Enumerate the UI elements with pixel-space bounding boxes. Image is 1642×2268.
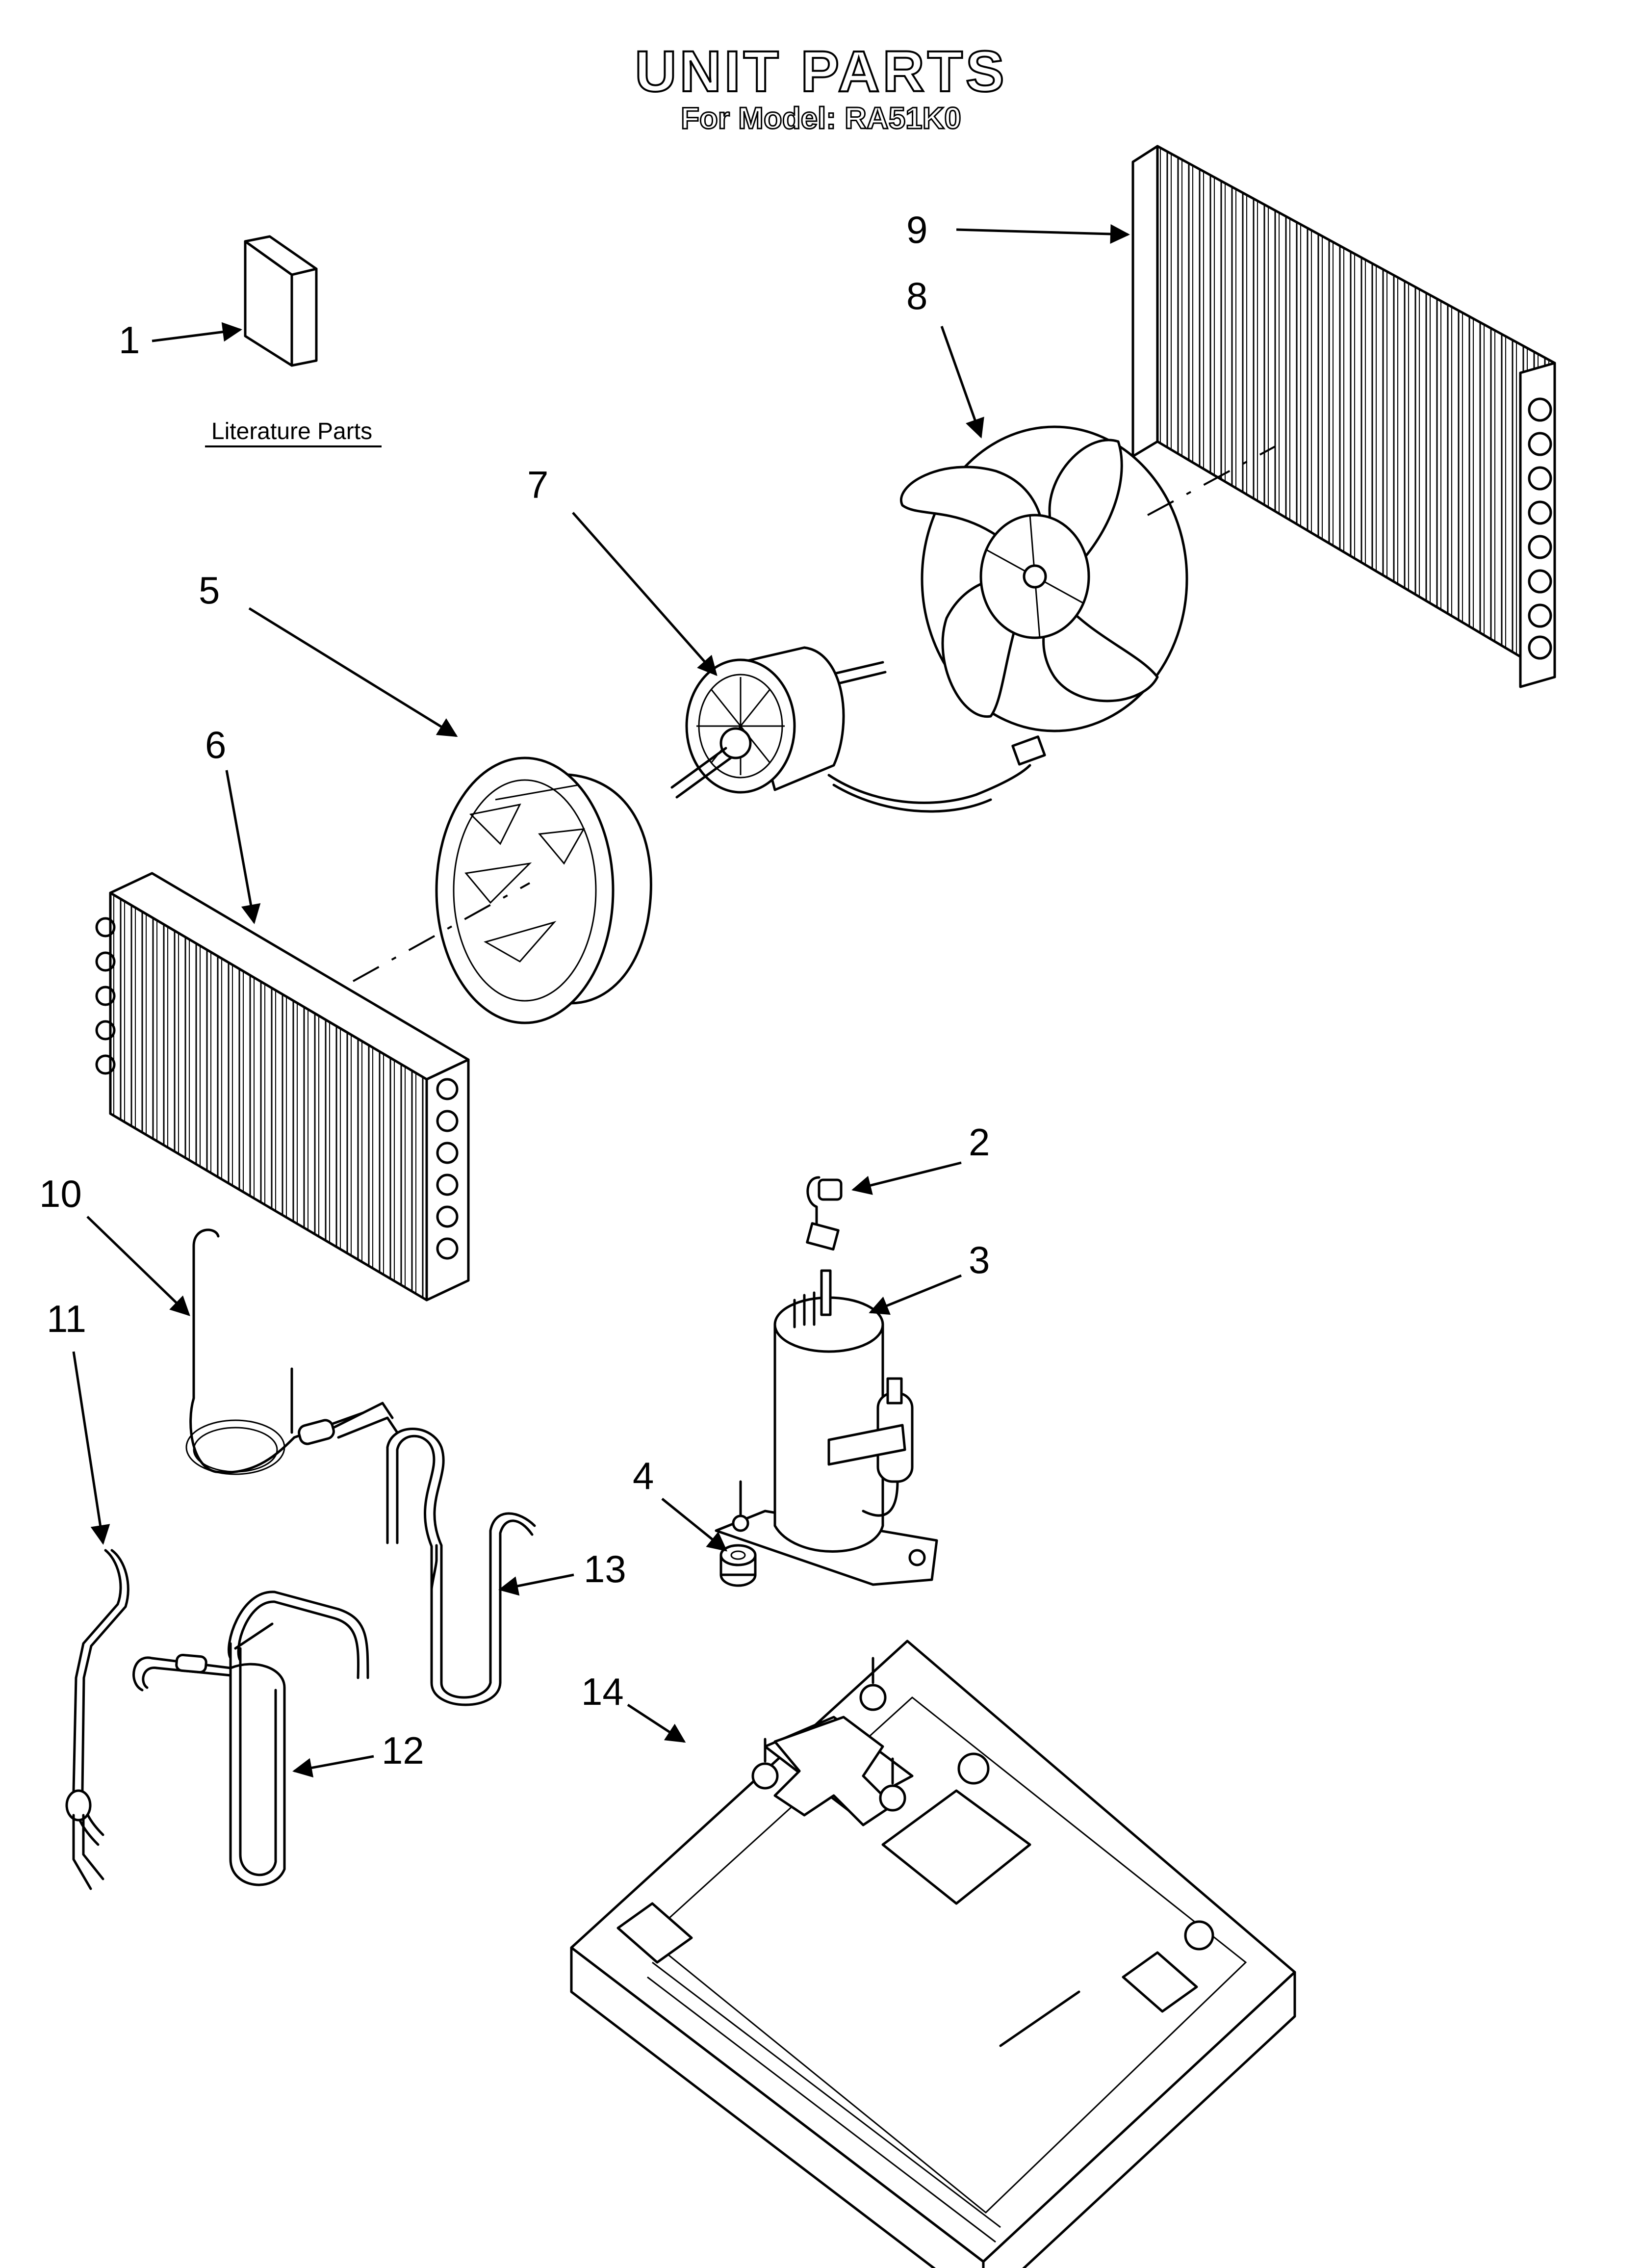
callout-13: 13 (584, 1547, 626, 1590)
leader-14 (627, 1703, 686, 1743)
callout-2: 2 (969, 1121, 990, 1164)
callout-10: 10 (39, 1172, 82, 1215)
leader-8 (940, 326, 984, 439)
literature-parts-booklet (244, 235, 318, 367)
refrigerant-tube-11 (65, 1549, 129, 1890)
callout-3: 3 (969, 1238, 990, 1281)
callout-11: 11 (47, 1297, 86, 1340)
callout-6: 6 (205, 723, 226, 766)
callout-7: 7 (527, 463, 548, 506)
leader-1 (152, 322, 242, 342)
condenser-fan-blade (900, 425, 1188, 732)
leader-6 (225, 770, 261, 924)
compressor (715, 1269, 938, 1586)
fan-motor (670, 646, 1046, 813)
leader-13 (498, 1573, 574, 1596)
leader-9 (956, 224, 1130, 244)
callout-8: 8 (906, 274, 927, 317)
leader-2 (851, 1161, 962, 1195)
leader-3 (869, 1274, 962, 1315)
base-pan (570, 1640, 1296, 2268)
evaporator-coil (95, 872, 470, 1302)
callout-12: 12 (382, 1729, 424, 1772)
leader-7 (572, 512, 718, 676)
leader-12 (292, 1755, 374, 1778)
refrigerant-tube-12 (132, 1590, 369, 1886)
refrigerant-tube-13 (386, 1428, 536, 1706)
literature-parts-label: Literature Parts (211, 418, 372, 444)
leader-4 (661, 1498, 728, 1552)
callout-9: 9 (906, 208, 927, 251)
model-subtitle: For Model: RA51K0 (680, 101, 962, 136)
callout-4: 4 (633, 1454, 654, 1497)
callout-5: 5 (199, 569, 220, 612)
compressor-grommet (719, 1544, 757, 1587)
blower-wheel (435, 756, 652, 1024)
leader-5 (248, 607, 458, 737)
diagram-title: UNIT PARTS (634, 38, 1007, 105)
callout-14: 14 (581, 1670, 624, 1713)
leader-11 (72, 1351, 110, 1545)
condenser-coil (1131, 145, 1556, 688)
fan-to-coil-centerline (1147, 445, 1276, 516)
leader-10 (86, 1216, 190, 1316)
callout-1: 1 (119, 318, 140, 362)
capillary-tube-assembly (185, 1228, 399, 1475)
overload-protector (806, 1176, 843, 1251)
